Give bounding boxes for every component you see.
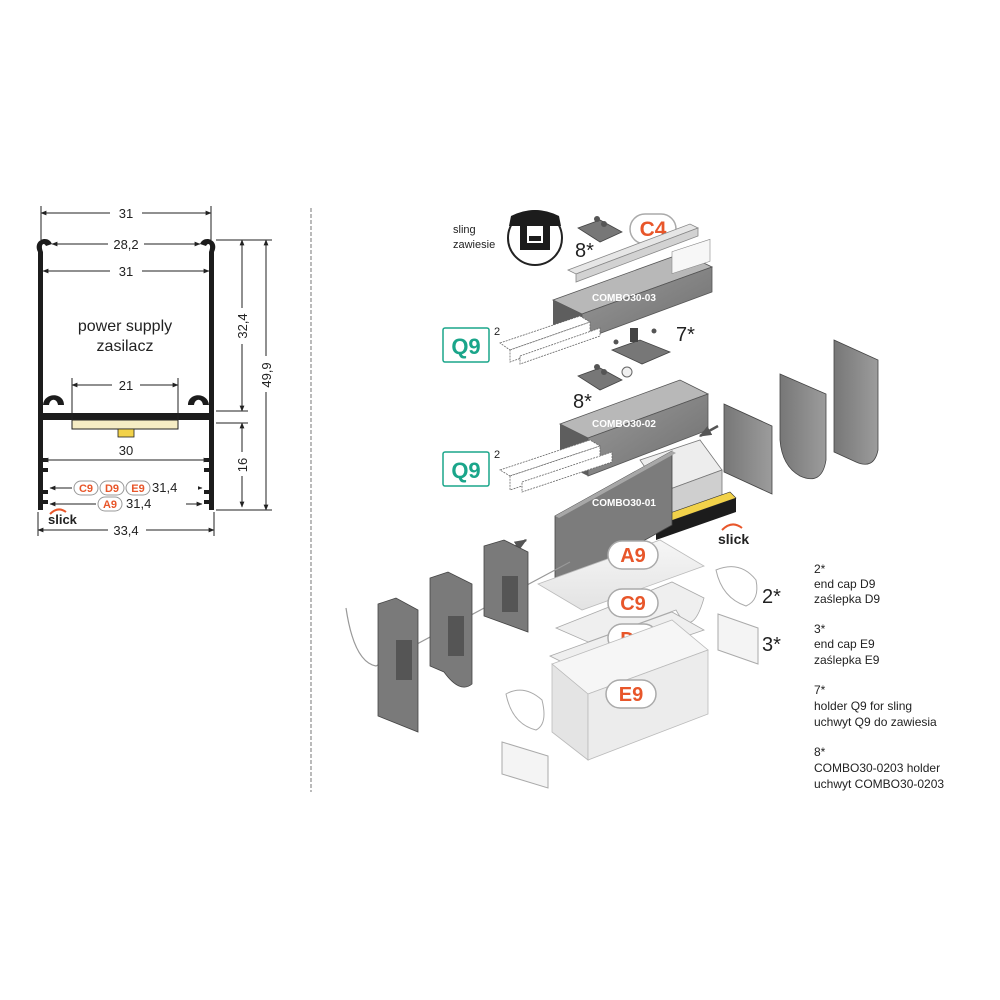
svg-text:slick: slick [48,512,78,527]
svg-text:E9: E9 [619,684,643,706]
sling-label: sling [453,224,476,236]
end-cap-left-2 [429,571,473,688]
plate-combo30-01: COMBO30-01 [554,450,676,591]
legend-num-8: 8* [814,745,826,759]
label-3-right: 3* [762,634,781,656]
label-2-right: 2* [762,586,781,608]
svg-text:Q9: Q9 [451,334,480,359]
dim-height-total: 49,9 [259,362,274,387]
q9-bottom-qty: 2 [494,449,500,461]
tag-e9: E9 [605,679,657,709]
legend-en-3: end cap E9 [814,637,875,651]
rail-c4 [567,223,699,283]
tag-d9-small: D9 [99,480,125,496]
tag-q9-bottom: Q9 [442,451,490,487]
svg-text:COMBO30-02: COMBO30-02 [592,419,656,430]
legend-num-7: 7* [814,683,826,697]
power-cable [345,561,571,667]
bracket-q9-bottom [499,439,613,493]
arrow-to-caps [698,424,719,438]
label-7: 7* [676,324,695,346]
end-cap-e9-left [501,741,549,789]
legend-en-8: COMBO30-0203 holder [814,761,940,775]
legend-pl-3: zaślepka E9 [814,653,880,667]
dim-led-width: 21 [119,378,133,393]
svg-text:COMBO30-03: COMBO30-03 [592,293,656,304]
svg-text:C9: C9 [620,593,646,615]
dim-inner-width: 31 [119,264,133,279]
bracket-q9-top [499,315,601,365]
led-chip [117,428,135,438]
tag-c9: C9 [607,588,659,618]
svg-text:A9: A9 [103,499,117,511]
dim-chamber-width: 30 [119,443,133,458]
slick-logo-left: slick [48,508,78,527]
end-cap-2 [779,373,827,480]
holder-8-top [577,216,623,243]
legend-num-3: 3* [814,622,826,636]
power-supply-label-pl: zasilacz [97,338,154,355]
svg-text:COMBO30-01: COMBO30-01 [592,498,656,509]
legend-en-2: end cap D9 [814,577,876,591]
legend: 2* end cap D9 zaślepka D9 3* end cap E9 … [814,562,944,791]
legend-pl-8: uchwyt COMBO30-0203 [814,777,944,791]
label-8-top: 8* [575,240,594,262]
end-cap-d9-left [505,689,545,731]
end-cap-e9-right [717,613,759,665]
end-cap-3 [833,339,879,465]
q9-top-qty: 2 [494,326,500,338]
legend-num-2: 2* [814,562,826,576]
svg-text:E9: E9 [131,483,144,495]
label-8-bottom: 8* [573,391,592,413]
dim-inner-top: 28,2 [113,237,138,252]
slick-logo-right: slick [718,523,749,547]
legend-en-7: holder Q9 for sling [814,699,912,713]
sling-label-pl: zawiesie [453,239,495,251]
dim-width-c9-d9-e9: 31,4 [152,480,177,495]
led-strip [71,419,179,430]
svg-text:slick: slick [718,531,749,547]
tag-a9: A9 [607,540,659,570]
exploded-view: sling zawiesie 8* C4 COMBO3 [345,210,879,789]
tag-e9-small: E9 [125,480,151,496]
end-cap-left-1 [377,597,419,733]
svg-text:A9: A9 [620,545,646,567]
dim-top-width: 31 [119,206,133,221]
dim-bottom-width: 33,4 [113,523,138,538]
end-cap-d9-right [715,566,758,607]
tag-a9-small: A9 [97,496,123,512]
svg-text:C9: C9 [79,483,93,495]
tag-c9-small: C9 [73,480,99,496]
tag-q9-top: Q9 [442,327,490,363]
svg-text:Q9: Q9 [451,458,480,483]
holder-7 [610,328,672,378]
end-cap-1 [723,403,773,495]
sling-icon [507,210,563,266]
diffuser-e9 [551,619,709,761]
legend-pl-2: zaślepka D9 [814,592,880,606]
cross-section: 31 28,2 31 21 30 33,4 32,4 16 49,9 power… [36,205,276,538]
profile-outline [36,238,216,510]
end-cap-left-3 [483,539,529,633]
dim-width-a9: 31,4 [126,496,151,511]
dim-height-upper: 32,4 [235,313,250,338]
power-supply-label: power supply [78,318,172,335]
dim-height-lower: 16 [235,458,250,472]
svg-text:D9: D9 [105,483,119,495]
holder-8-bottom [577,364,623,391]
legend-pl-7: uchwyt Q9 do zawiesia [814,715,937,729]
